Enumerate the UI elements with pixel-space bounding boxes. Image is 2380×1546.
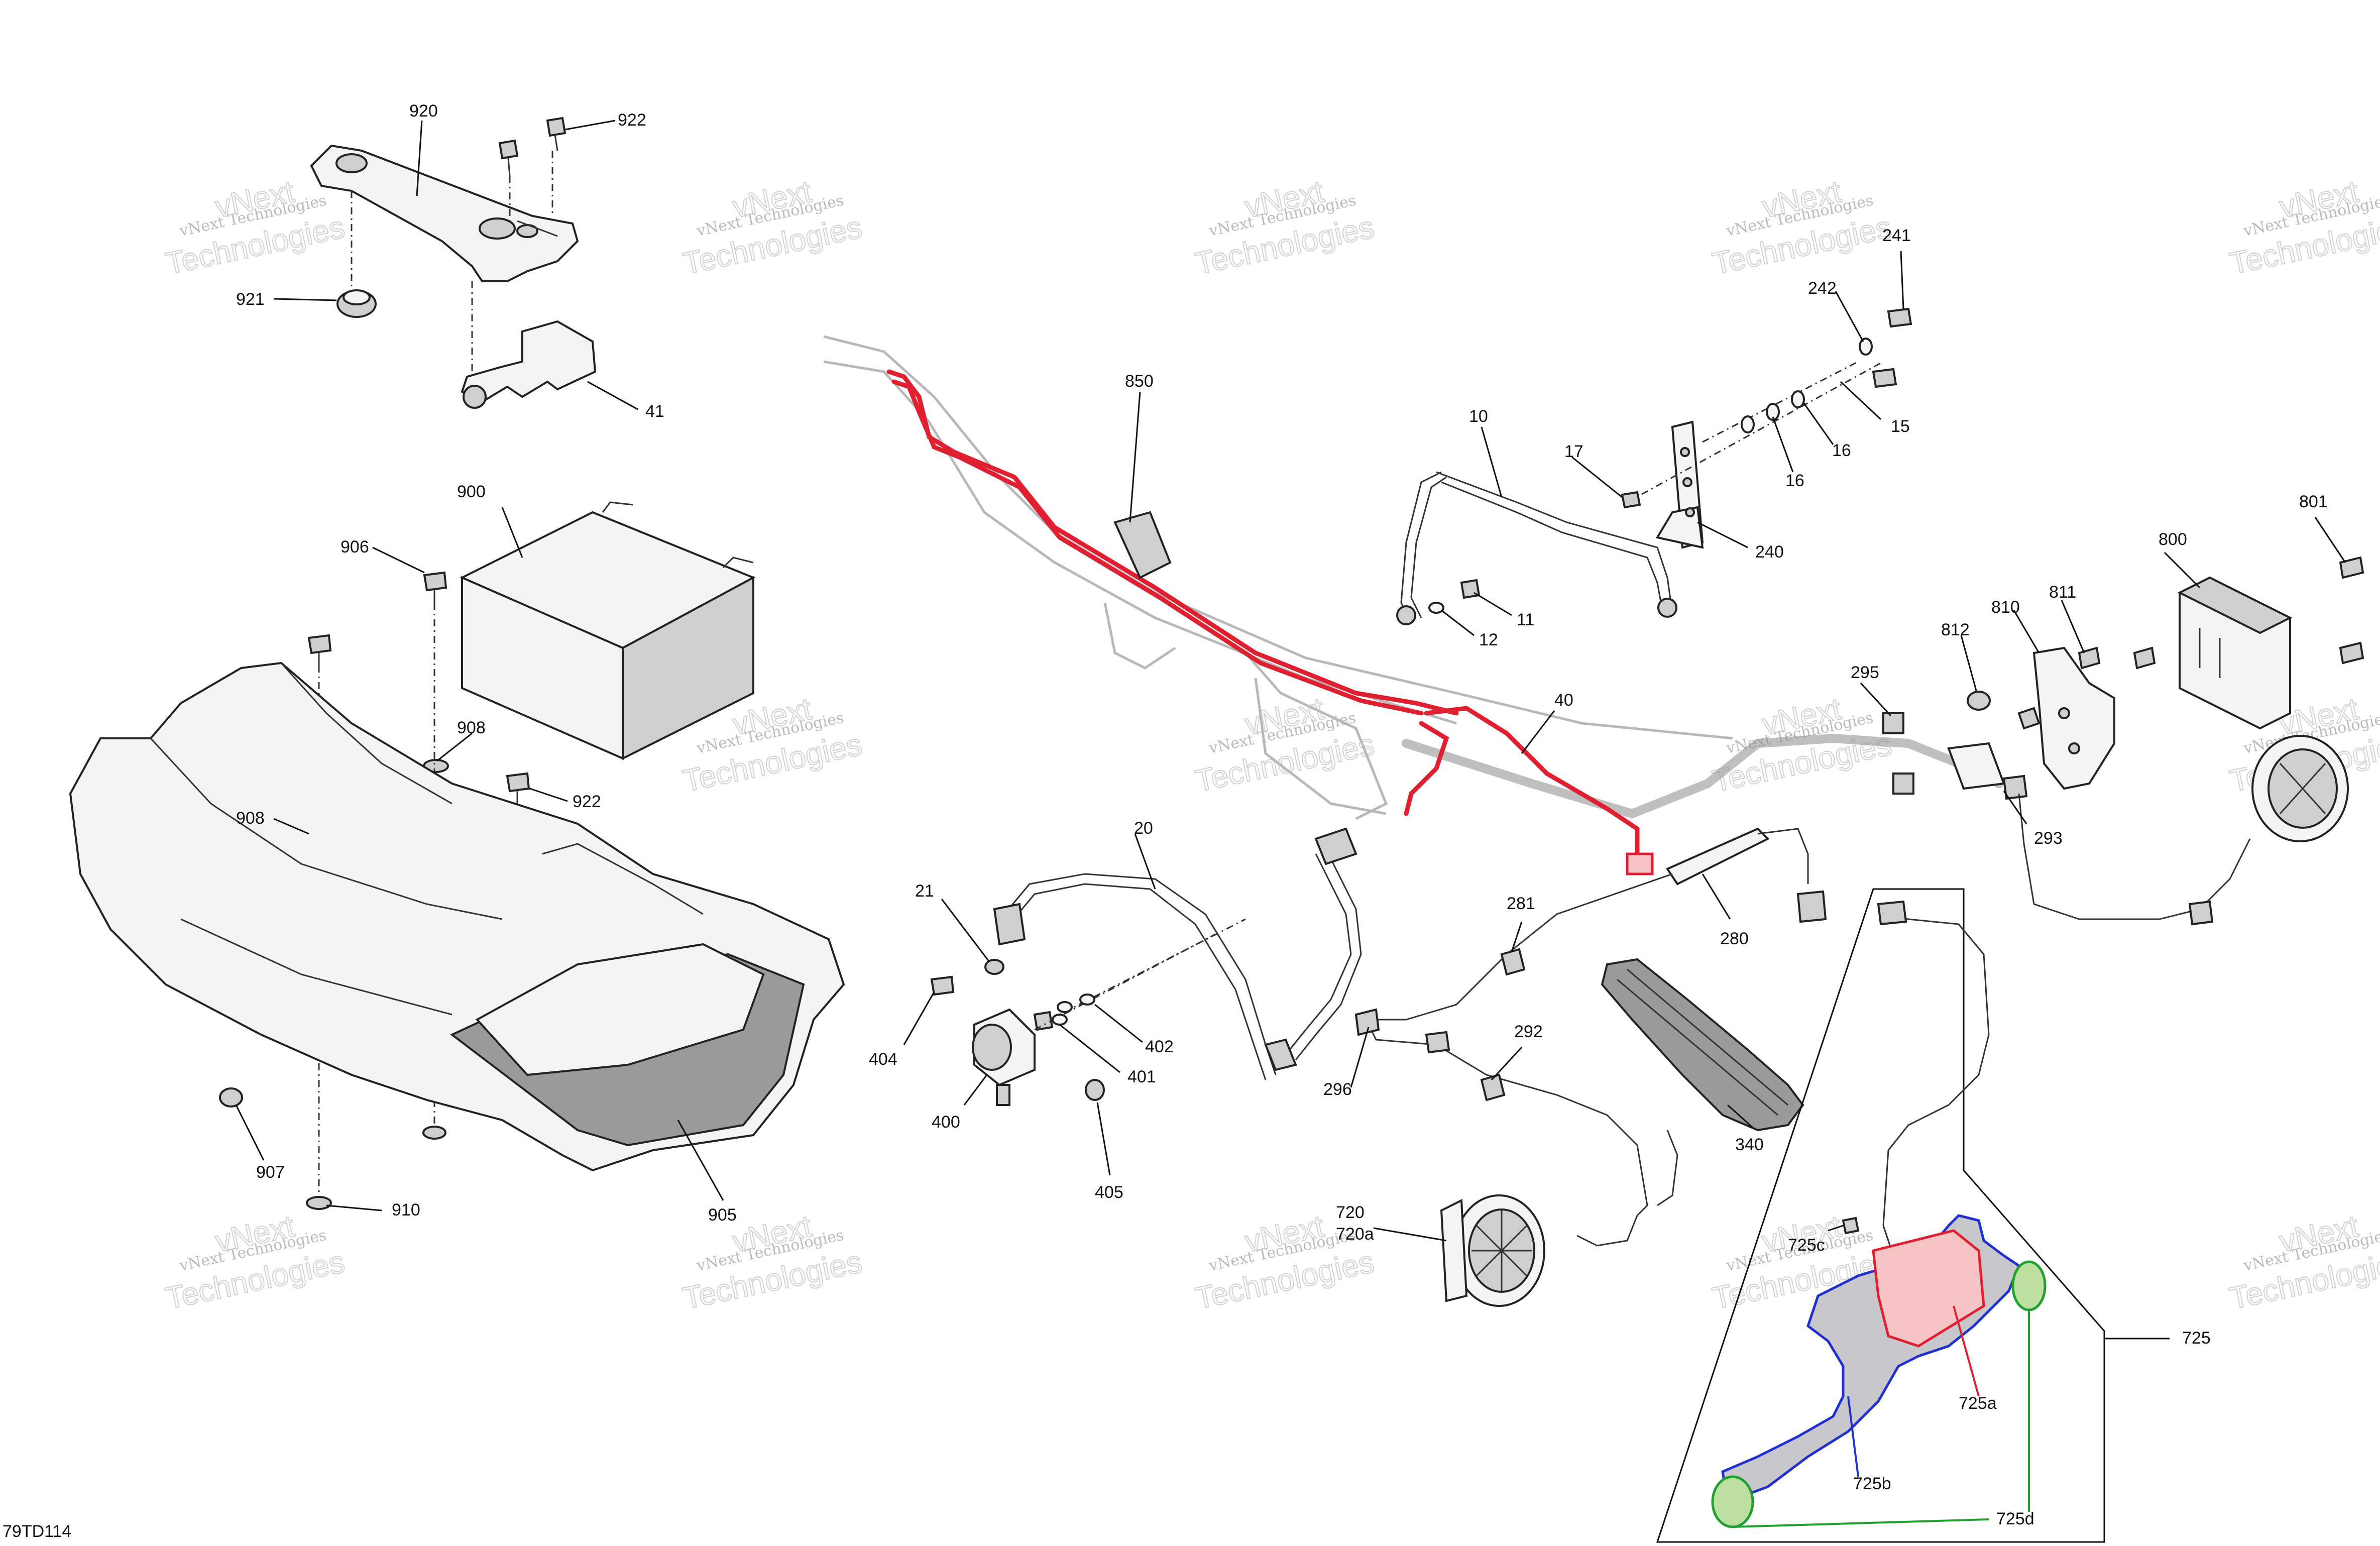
callout-292: 292 [1514, 1022, 1543, 1041]
callout-340: 340 [1735, 1135, 1764, 1154]
callout-296: 296 [1323, 1080, 1352, 1099]
bolt-811 [2078, 646, 2101, 670]
relay-293 [1947, 742, 2028, 800]
cable-20 [993, 827, 1362, 1080]
callout-800: 800 [2159, 530, 2187, 549]
nut-910a [422, 1126, 446, 1140]
assembly-axis [1627, 361, 1884, 503]
callout-17: 17 [1564, 442, 1583, 461]
leader-lines [235, 120, 2346, 1242]
battery-cable-10 [1396, 471, 1677, 625]
callout-16: 16 [1832, 441, 1851, 460]
hardware-401-402-404-405 [930, 975, 1105, 1101]
callout-725d: 725d [1996, 1509, 2034, 1528]
callout-908: 908 [457, 718, 486, 737]
assembly-axis [1702, 361, 1859, 443]
module-800 [2177, 556, 2364, 730]
callout-295: 295 [1851, 663, 1879, 682]
callout-281: 281 [1507, 894, 1535, 913]
callout-920: 920 [409, 101, 438, 121]
callout-922: 922 [618, 111, 646, 130]
callout-910: 910 [392, 1200, 420, 1220]
nut-921 [336, 289, 377, 318]
callout-405: 405 [1095, 1183, 1123, 1202]
bolt-922 [546, 117, 566, 151]
battery-hold-down-bracket [310, 144, 579, 282]
callout-810: 810 [1991, 598, 2020, 617]
bolt-725c [1842, 1217, 1860, 1235]
starter-solenoid-400 [972, 1008, 1054, 1106]
nut-907 [219, 1087, 243, 1108]
callout-11: 11 [1517, 610, 1534, 629]
callout-908b: 908 [236, 809, 265, 828]
callout-402: 402 [1145, 1037, 1174, 1056]
wire-721 [2018, 793, 2251, 920]
bolt-906b [307, 634, 332, 666]
callout-293: 293 [2034, 829, 2063, 848]
callout-241: 241 [1882, 226, 1911, 245]
callout-725c: 725c [1788, 1236, 1825, 1255]
callout-12: 12 [1479, 630, 1498, 649]
bracket-240 [1655, 420, 1704, 549]
callout-41: 41 [645, 402, 664, 421]
bolt-801 [2339, 556, 2364, 579]
callout-922b: 922 [573, 792, 601, 811]
detail-box-725 [1656, 888, 2170, 1543]
diagram-id: 79TD114 [3, 1522, 71, 1541]
harness-850 [886, 369, 1459, 716]
nut-910 [306, 1196, 332, 1210]
callout-280: 280 [1720, 929, 1749, 948]
connector-295 [1882, 712, 1914, 795]
callout-720: 720 [1336, 1203, 1365, 1222]
callout-242: 242 [1808, 279, 1837, 298]
callout-21: 21 [915, 881, 934, 901]
bracket-810 [1967, 646, 2156, 790]
battery-tray-905 [69, 661, 845, 1210]
bolt-906 [423, 571, 447, 603]
battery-900 [460, 501, 756, 760]
callout-20: 20 [1134, 819, 1153, 838]
callout-801: 801 [2299, 492, 2328, 511]
callout-720a: 720a [1336, 1225, 1374, 1244]
callout-907: 907 [256, 1163, 285, 1182]
callout-725: 725 [2182, 1329, 2211, 1348]
callout-725a: 725a [1959, 1394, 1997, 1413]
callout-10: 10 [1469, 407, 1488, 426]
light-right [2251, 735, 2349, 842]
callout-906: 906 [341, 537, 369, 557]
callout-labels: 920 922 921 41 900 906 908 908 922 907 9… [3, 101, 2328, 1541]
callout-725b: 725b [1853, 1474, 1891, 1493]
callout-812: 812 [1941, 620, 1970, 639]
callout-921: 921 [236, 290, 265, 309]
callout-811: 811 [2049, 583, 2076, 602]
callout-900: 900 [457, 482, 486, 501]
callout-16b: 16 [1785, 471, 1804, 490]
light-720 [1440, 1194, 1545, 1307]
callout-40: 40 [1554, 691, 1573, 710]
intake-hose-340 [1601, 958, 1804, 1132]
battery-terminal-cover-41 [461, 320, 597, 409]
harness-bundle [1402, 733, 2003, 819]
bolt-922b [498, 139, 519, 176]
harness-40 [1404, 706, 1654, 875]
callout-404: 404 [869, 1050, 897, 1069]
assembly-axis [1034, 933, 1216, 1031]
callout-400: 400 [932, 1113, 960, 1132]
connector-722 [2188, 900, 2214, 926]
hardware-241-242-15-16 [1428, 307, 1912, 614]
callout-240: 240 [1755, 542, 1784, 562]
callout-905: 905 [708, 1205, 737, 1225]
callout-850: 850 [1125, 372, 1154, 391]
nut-21 [984, 959, 1004, 975]
connector-850 [1113, 511, 1172, 579]
callout-401: 401 [1127, 1067, 1156, 1086]
harness-280 [1354, 827, 1827, 1247]
callout-15: 15 [1891, 417, 1910, 436]
nut-812 [1967, 691, 1991, 711]
